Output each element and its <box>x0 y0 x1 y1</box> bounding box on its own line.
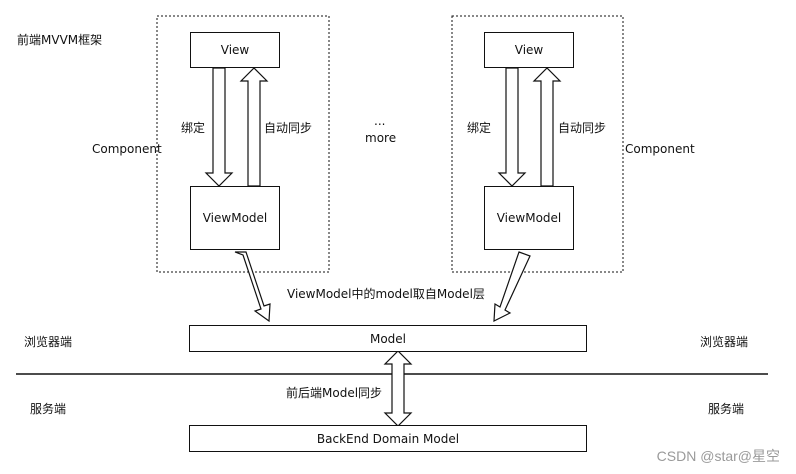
more-label: more <box>365 131 397 145</box>
component-label-left: Component <box>92 142 162 156</box>
view-box-right: View <box>484 32 574 68</box>
model-box: Model <box>189 325 587 352</box>
backend-model-box: BackEnd Domain Model <box>189 425 587 452</box>
component-frame-right <box>451 15 624 273</box>
model-sync-arrow <box>383 350 413 427</box>
vm-model-note: ViewModel中的model取自Model层 <box>287 287 485 301</box>
sync-arrow-left <box>239 67 269 187</box>
vm-to-model-arrow-right <box>493 251 531 323</box>
component-label-right: Component <box>625 142 695 156</box>
vm-to-model-arrow-left <box>234 251 271 323</box>
bind-arrow-left <box>204 67 234 187</box>
sync-arrow-right <box>532 67 562 187</box>
browser-side-label-right: 浏览器端 <box>700 335 749 349</box>
component-frame-left <box>156 15 330 273</box>
viewmodel-box-left: ViewModel <box>190 186 280 250</box>
viewmodel-box-right: ViewModel <box>484 186 574 250</box>
bind-label-right: 绑定 <box>467 121 492 135</box>
sync-label-right: 自动同步 <box>558 121 607 135</box>
bind-label-left: 绑定 <box>181 121 206 135</box>
watermark: CSDN @star@星空 <box>656 448 780 464</box>
more-dots: ... <box>374 114 386 128</box>
bind-arrow-right <box>497 67 527 187</box>
framework-title: 前端MVVM框架 <box>17 33 103 47</box>
view-box-left: View <box>190 32 280 68</box>
server-side-label-left: 服务端 <box>30 402 67 416</box>
browser-side-label-left: 浏览器端 <box>24 335 73 349</box>
model-sync-label: 前后端Model同步 <box>286 386 383 400</box>
server-side-label-right: 服务端 <box>708 402 745 416</box>
sync-label-left: 自动同步 <box>264 121 313 135</box>
